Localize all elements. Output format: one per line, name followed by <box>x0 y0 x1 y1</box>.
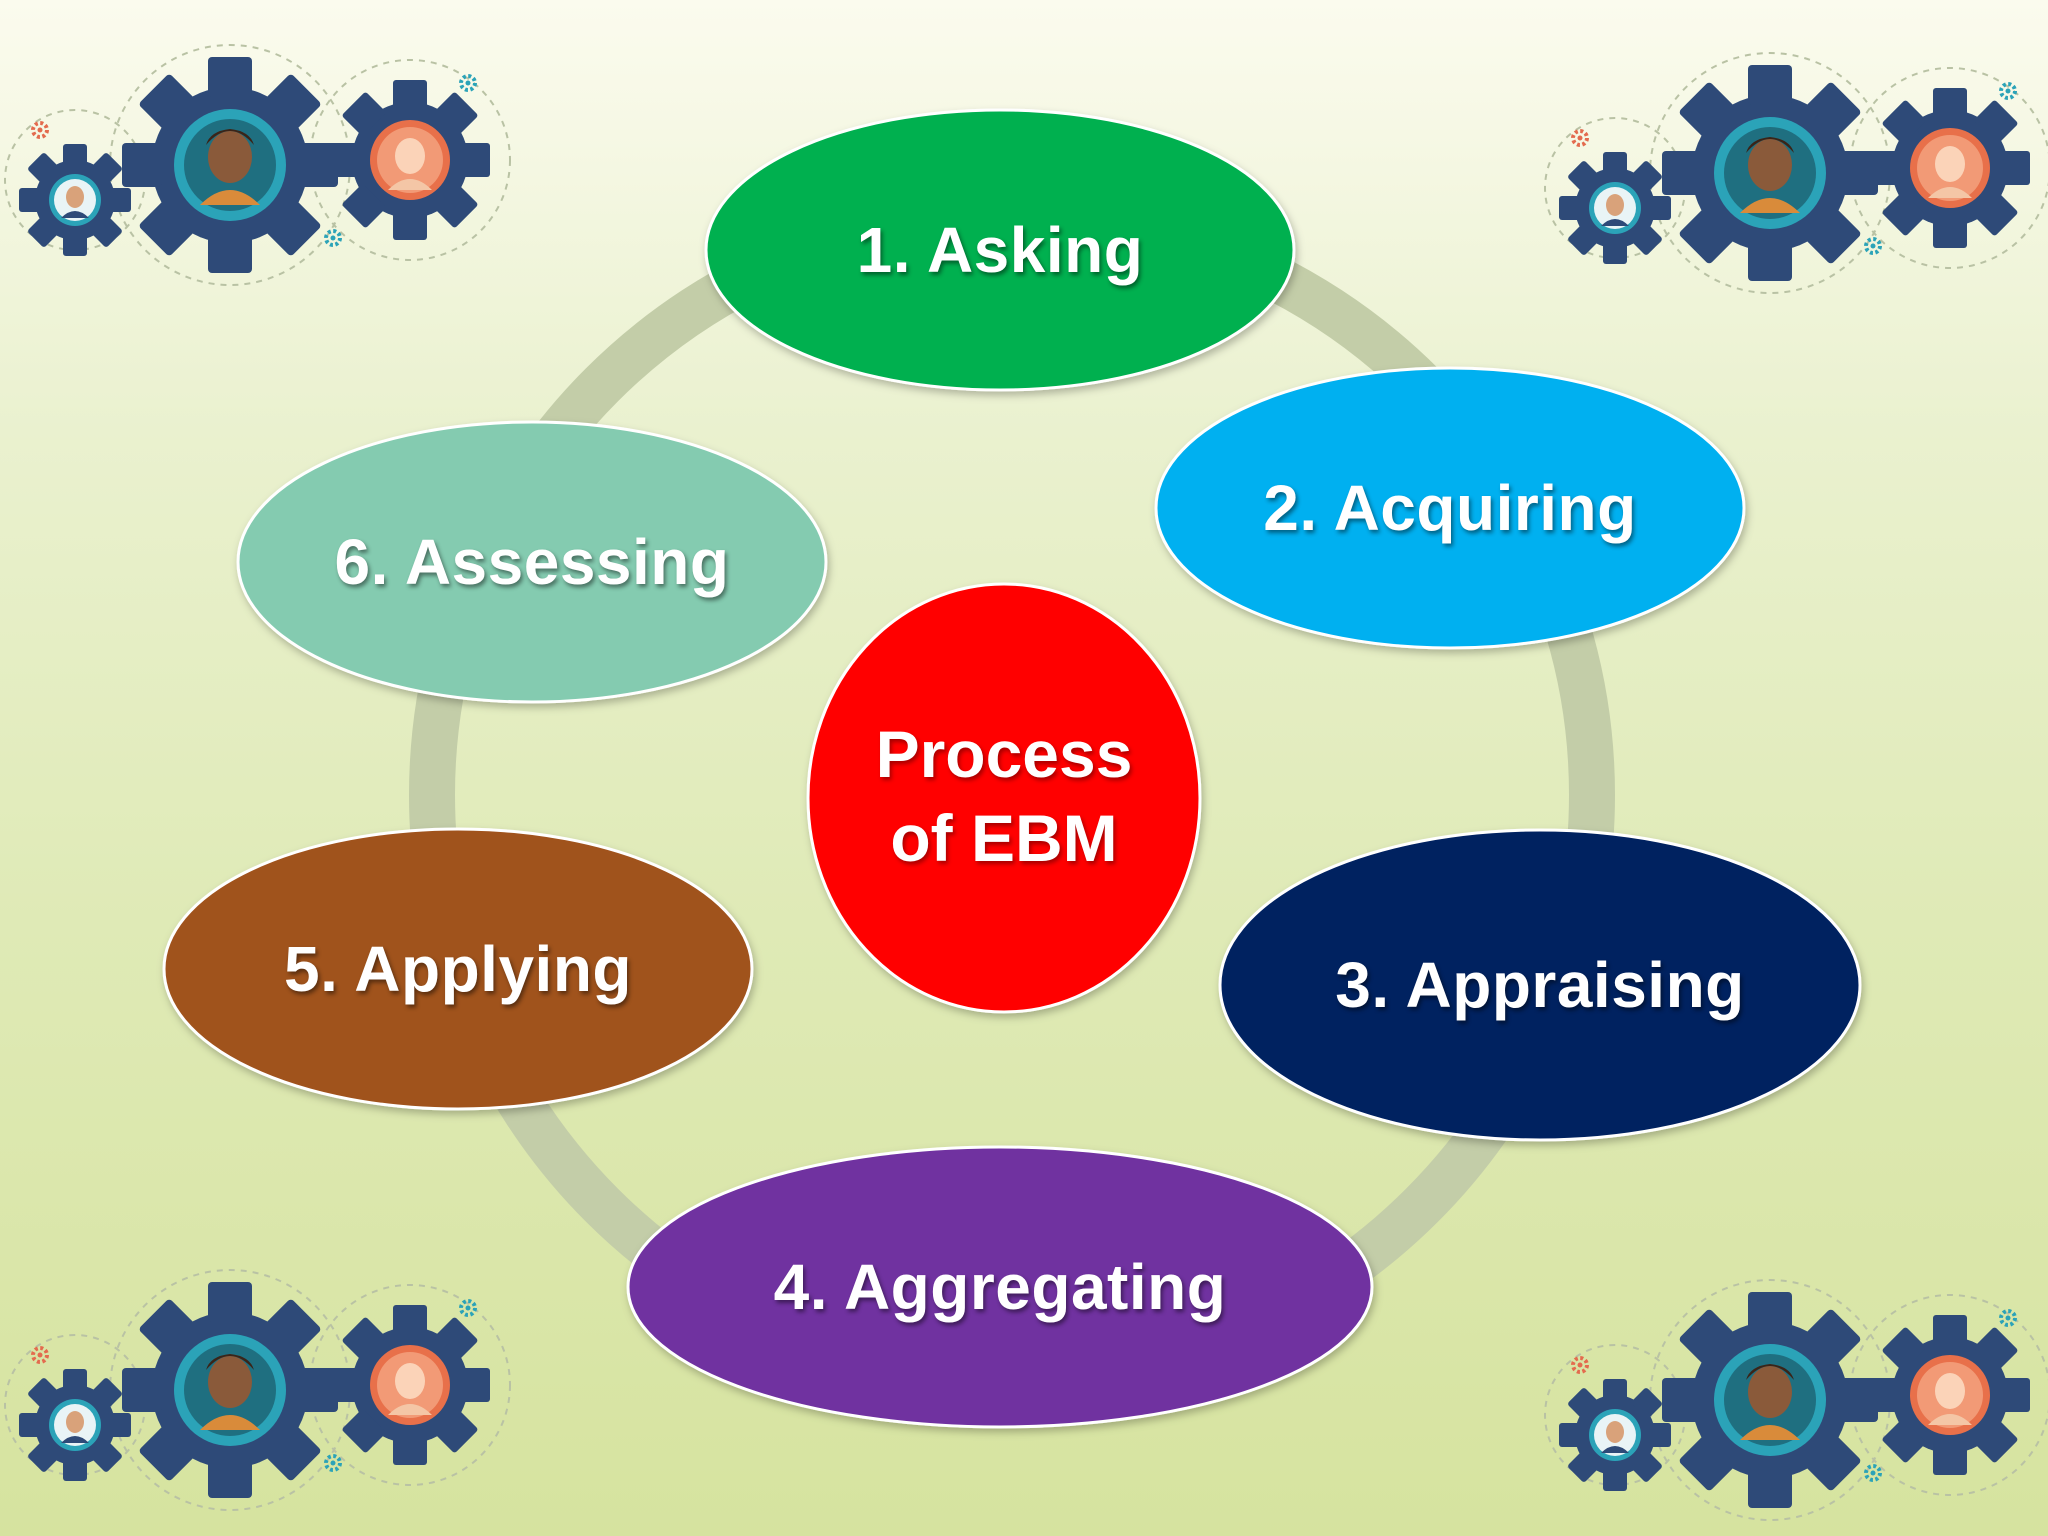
step-ellipse-assessing <box>236 420 828 704</box>
center-title-line1: Process <box>875 717 1133 791</box>
gear-people-icon-bottom-right <box>1545 1280 2048 1520</box>
step-label-assessing: 6. Assessing <box>334 526 730 598</box>
center-title-line2: of EBM <box>890 801 1118 875</box>
step-ellipse-applying <box>162 827 754 1111</box>
step-ellipse-acquiring <box>1154 366 1746 650</box>
step-ellipse-asking <box>704 108 1296 392</box>
step-ellipse-aggregating <box>626 1145 1374 1429</box>
gear-people-icon-bottom-left <box>5 1270 510 1510</box>
cycle-nodes <box>162 108 1862 1429</box>
step-label-appraising: 3. Appraising <box>1335 949 1745 1021</box>
step-label-aggregating: 4. Aggregating <box>773 1251 1227 1323</box>
step-ellipse-appraising <box>1218 828 1862 1142</box>
gear-people-icon-top-right <box>1545 53 2048 293</box>
step-label-asking: 1. Asking <box>856 214 1144 286</box>
step-label-applying: 5. Applying <box>283 933 633 1005</box>
step-label-acquiring: 2. Acquiring <box>1263 472 1637 544</box>
center-ellipse <box>806 582 1202 1014</box>
gear-people-icon-top-left <box>5 45 510 285</box>
center-title: Process of EBM <box>876 712 1133 880</box>
